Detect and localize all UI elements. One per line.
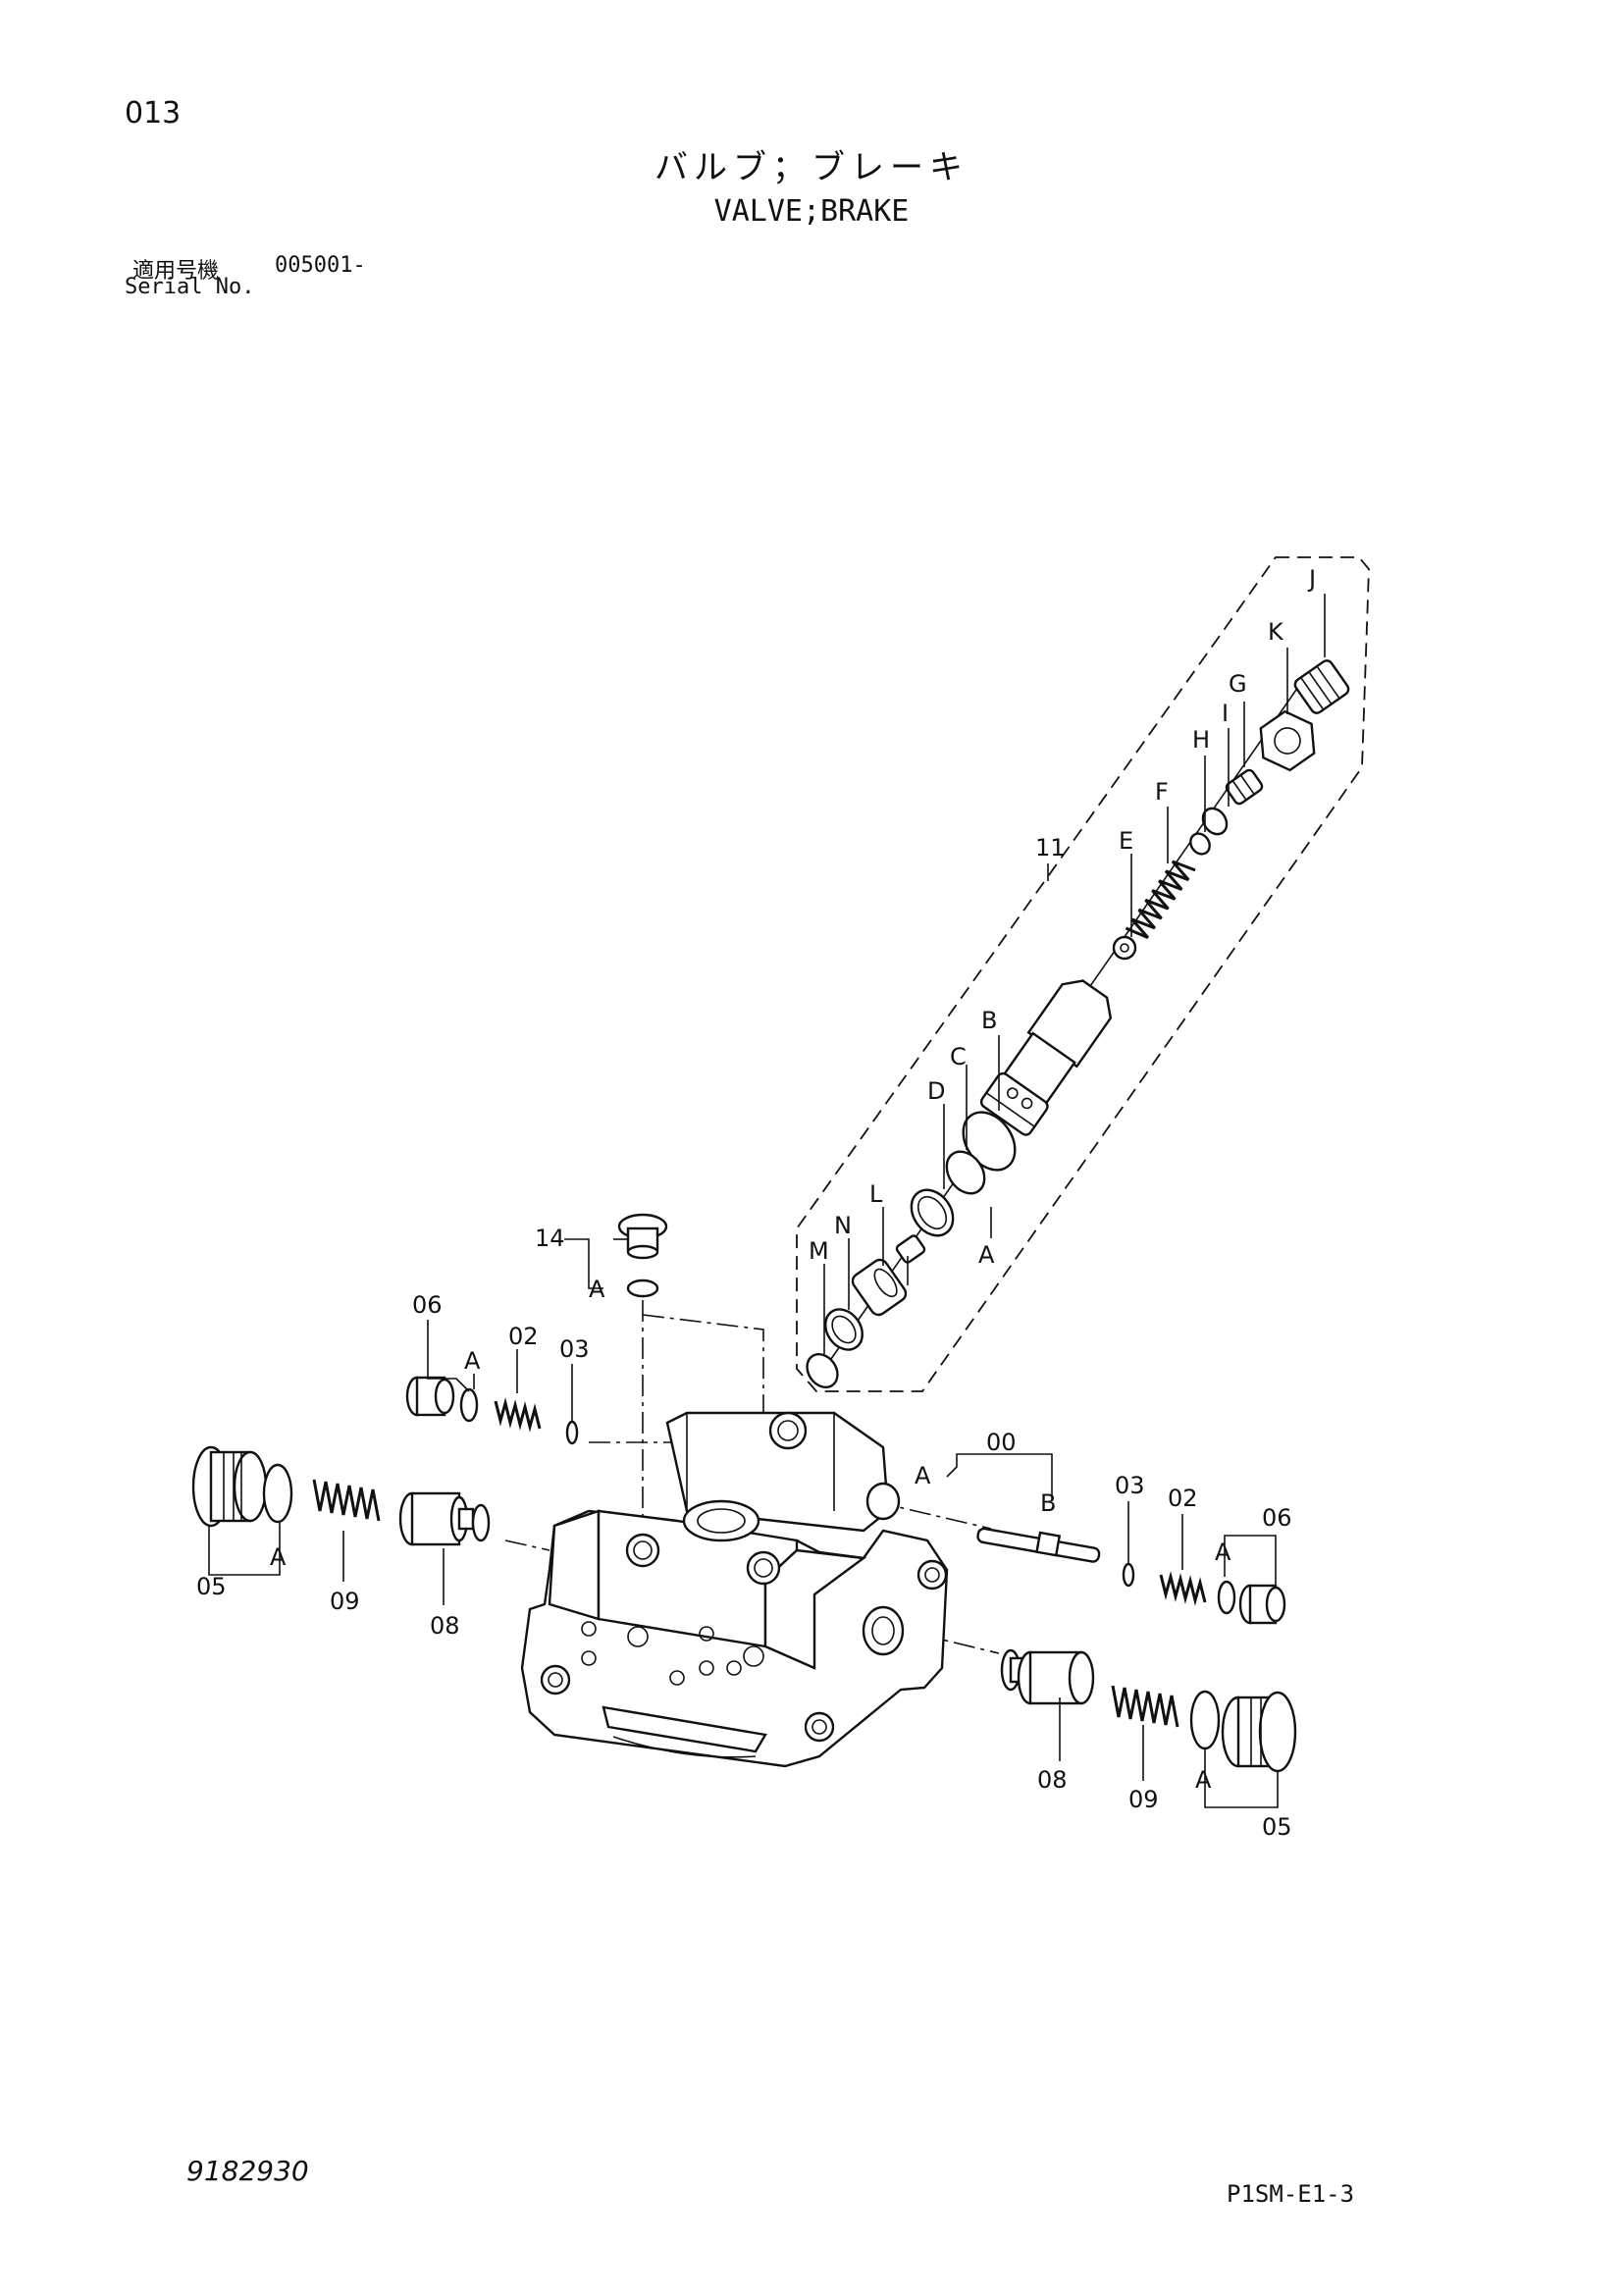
callout-A-06-left: A: [464, 1347, 481, 1375]
leader-14: [564, 1238, 603, 1289]
centerline-11: [642, 1314, 764, 1519]
callout-C: C: [950, 1043, 967, 1070]
ring-H: [1189, 832, 1211, 856]
washer-E: [1112, 935, 1137, 961]
callout-A-05-right: A: [1195, 1766, 1212, 1794]
callout-B-spool: B: [1040, 1489, 1056, 1517]
sheet-id: P1SM-E1-3: [1227, 2180, 1355, 2208]
callout-09-right: 09: [1128, 1786, 1159, 1813]
spring-02-right: [1159, 1571, 1207, 1606]
part-small-L: [895, 1234, 926, 1264]
callout-F: F: [1155, 778, 1169, 806]
spring-02-left: [494, 1397, 542, 1433]
piston-08-left: [398, 1491, 491, 1546]
valve-body: [979, 979, 1113, 1136]
callout-03-left: 03: [559, 1335, 590, 1363]
callout-A-06-right: A: [1215, 1539, 1231, 1566]
callout-A-assembly: A: [978, 1241, 995, 1269]
spring-09-left: [312, 1479, 381, 1522]
callout-08-left: 08: [430, 1612, 460, 1640]
callout-J: J: [1307, 565, 1316, 593]
callout-08-right: 08: [1037, 1766, 1068, 1794]
seat-L: [851, 1258, 908, 1317]
callout-09-left: 09: [330, 1588, 360, 1615]
plug-06-left: [405, 1376, 455, 1417]
callout-H: H: [1192, 726, 1210, 754]
callout-E: E: [1119, 827, 1133, 855]
callout-B-assembly: B: [981, 1007, 997, 1034]
ring-03-left: [565, 1420, 579, 1445]
oring-05-right: [1189, 1690, 1221, 1750]
ring-I: [1201, 807, 1229, 836]
serial-number-value: 005001-: [275, 253, 366, 278]
callout-00: 00: [986, 1429, 1017, 1456]
callout-A-05-left: A: [270, 1543, 287, 1571]
callout-05-right: 05: [1262, 1813, 1292, 1841]
callout-G: G: [1229, 670, 1247, 698]
callout-06-left: 06: [412, 1291, 443, 1319]
oring-14A: [626, 1278, 659, 1298]
part-M: [806, 1353, 839, 1388]
callout-M: M: [809, 1237, 829, 1265]
callout-K: K: [1268, 618, 1284, 646]
plug-05-left: [191, 1445, 268, 1528]
spring-F: [1125, 860, 1196, 940]
spool-00: [976, 1527, 1101, 1563]
callout-11: 11: [1035, 834, 1066, 861]
oring-05-left: [262, 1463, 293, 1524]
leader-lines: [208, 594, 1326, 1808]
callout-A-housing: A: [915, 1462, 931, 1489]
title-japanese: バルブ；ブレーキ: [654, 148, 969, 187]
oring-06-left: [459, 1387, 479, 1423]
callout-I: I: [1222, 700, 1229, 727]
callout-L: L: [869, 1180, 883, 1208]
spring-09-right: [1111, 1685, 1179, 1728]
callout-06-right: 06: [1262, 1504, 1292, 1532]
ring-03-right: [1122, 1562, 1135, 1588]
assembly-11-boundary: [796, 556, 1370, 1392]
plug-06-right: [1238, 1584, 1286, 1625]
nut-K: [1259, 709, 1316, 772]
part-G: [1225, 768, 1264, 806]
callout-14: 14: [535, 1225, 565, 1252]
valve-housing: [520, 1411, 949, 1768]
oring-D: [910, 1188, 955, 1237]
serial-label-english: Serial No.: [125, 275, 255, 299]
plug-J: [1293, 659, 1350, 714]
ring-N: [824, 1308, 864, 1351]
callout-05-left: 05: [196, 1573, 227, 1600]
plug-05-right: [1221, 1691, 1297, 1773]
page-number: 013: [125, 96, 182, 130]
oring-06-right: [1217, 1580, 1236, 1615]
callout-A-14: A: [589, 1276, 605, 1303]
callout-02-left: 02: [508, 1323, 539, 1350]
callout-02-right: 02: [1168, 1485, 1198, 1512]
title-english: VALVE;BRAKE: [713, 194, 910, 229]
callout-D: D: [927, 1077, 945, 1105]
callout-03-right: 03: [1115, 1472, 1145, 1499]
drawing-number: 9182930: [186, 2155, 309, 2187]
centerline-left-lower: [504, 1539, 550, 1551]
plug-14: [617, 1213, 668, 1260]
callout-N: N: [834, 1212, 852, 1239]
piston-08-right: [1000, 1648, 1095, 1705]
serial-label-japanese: 適用号機: [132, 259, 220, 284]
oring-C: [945, 1150, 986, 1195]
